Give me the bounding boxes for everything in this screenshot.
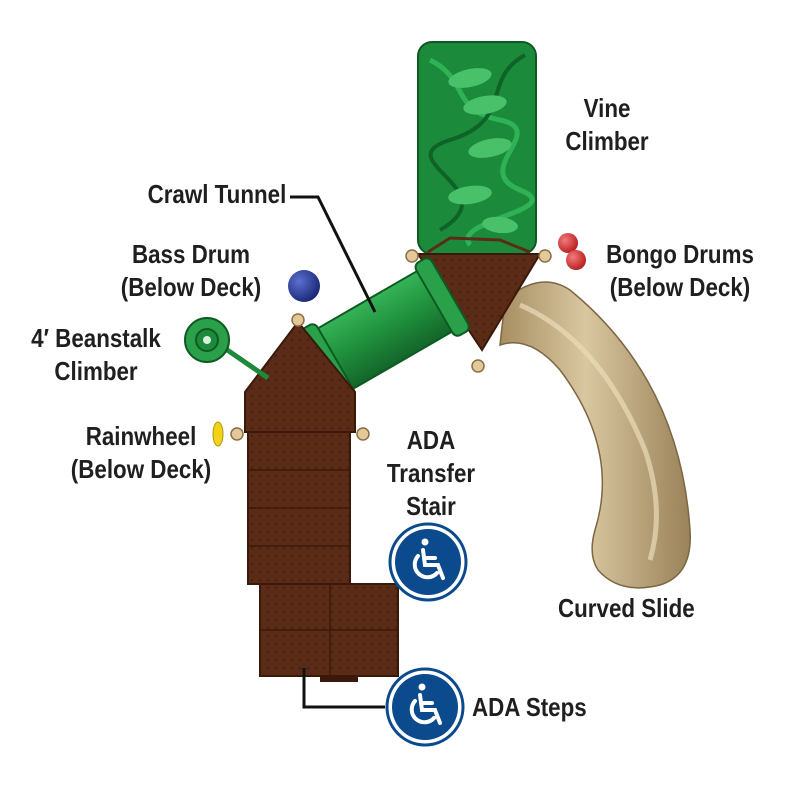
label-curved-slide: Curved Slide (558, 593, 695, 623)
label-bass-drum: Bass Drum (Below Deck) (120, 239, 262, 302)
label-ada-transfer-stair: ADA Transfer Stair (386, 425, 476, 521)
ada-icon-transfer-stair (388, 522, 468, 602)
rainwheel (212, 421, 224, 447)
label-crawl-tunnel: Crawl Tunnel (147, 179, 286, 209)
post-clamps (230, 249, 552, 441)
curved-slide (499, 281, 691, 589)
wheelchair-accessibility-icon (409, 683, 442, 725)
ada-transfer-stair (247, 431, 351, 585)
vine-climber (417, 41, 537, 255)
label-vine-climber: Vine Climber (565, 93, 649, 156)
bass-drum (288, 270, 320, 302)
wheelchair-accessibility-icon (412, 538, 445, 580)
ada-icon-steps (385, 667, 465, 747)
bongo-drums (558, 233, 586, 270)
label-rainwheel: Rainwheel (Below Deck) (70, 421, 212, 484)
label-beanstalk-climber: 4′ Beanstalk Climber (31, 323, 161, 386)
ada-steps (259, 583, 399, 682)
beanstalk-climber (184, 317, 270, 381)
label-ada-steps: ADA Steps (472, 692, 587, 722)
label-bongo-drums: Bongo Drums (Below Deck) (606, 239, 754, 302)
leader-lines (290, 195, 385, 709)
